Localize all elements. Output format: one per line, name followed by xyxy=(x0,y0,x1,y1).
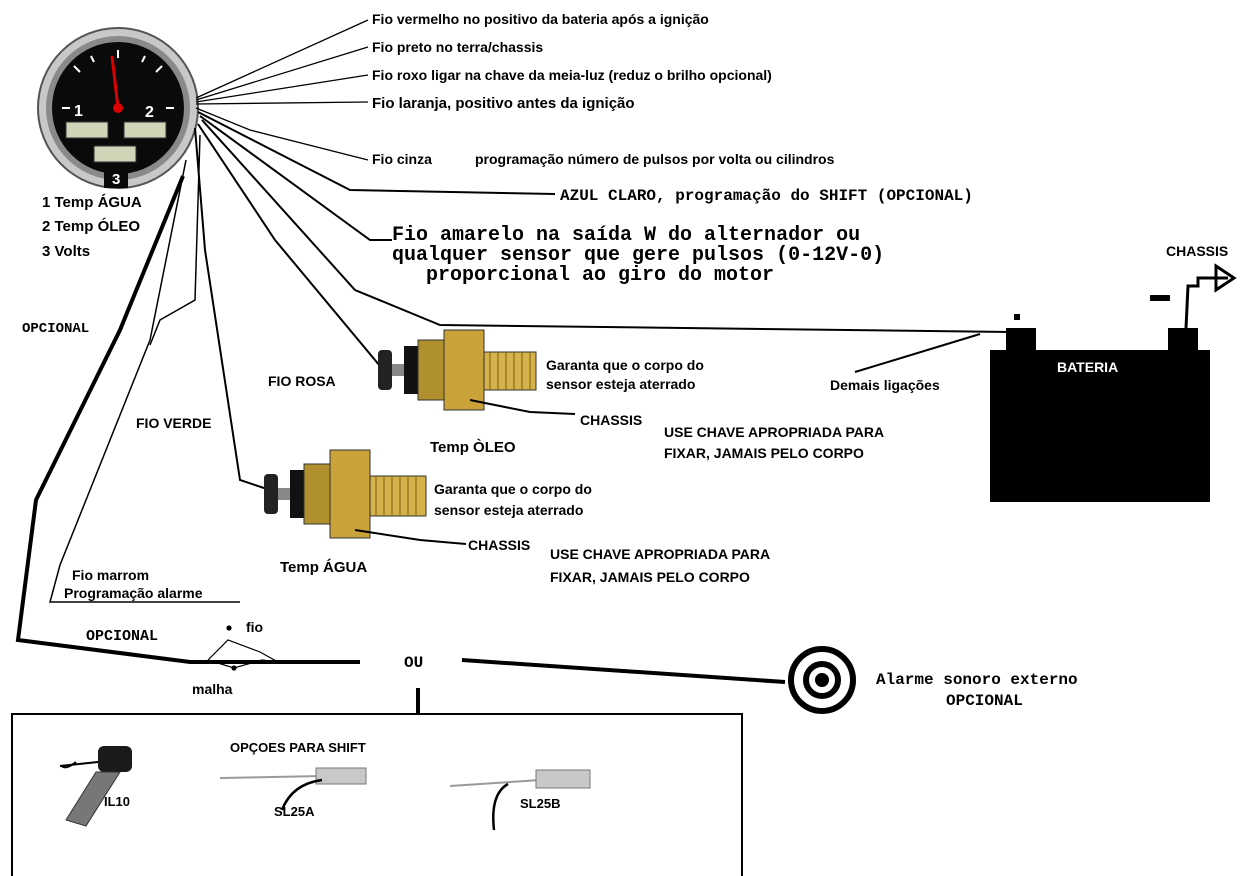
wire-yellow-line-1: Fio amarelo na saída W do alternador ou xyxy=(392,224,860,247)
or-label: OU xyxy=(404,654,423,672)
optional-bottom-label: OPCIONAL xyxy=(86,628,158,645)
oil-sensor-ground-line-1: Garanta que o corpo do xyxy=(546,357,704,373)
gauge-legend-3: 3 Volts xyxy=(42,243,90,260)
wire-fan xyxy=(15,19,1011,715)
gauge: 1 2 3 xyxy=(37,27,199,189)
alarm-speaker-icon xyxy=(788,646,856,714)
wire-gray-text: programação número de pulsos por volta o… xyxy=(475,151,835,167)
sl25b-sensor-icon xyxy=(449,769,591,831)
water-sensor xyxy=(264,449,467,545)
gauge-legend-1: 1 Temp ÁGUA xyxy=(42,194,142,211)
shift-item-sl25a: SL25A xyxy=(274,804,315,819)
wire-black-label: Fio preto no terra/chassis xyxy=(372,39,543,55)
water-sensor-ground-line-2: sensor esteja aterrado xyxy=(434,502,583,518)
il10-sensor-icon xyxy=(59,746,132,827)
alarm-line-1: Alarme sonoro externo xyxy=(876,671,1078,689)
battery xyxy=(990,263,1237,502)
battery-other-label: Demais ligações xyxy=(830,377,940,393)
oil-sensor-ground-line-2: sensor esteja aterrado xyxy=(546,376,695,392)
shielded-cable xyxy=(207,625,279,671)
water-sensor-wrench-line-2: FIXAR, JAMAIS PELO CORPO xyxy=(550,569,750,585)
wire-orange-label: Fio laranja, positivo antes da ignição xyxy=(372,95,635,112)
wire-purple-label: Fio roxo ligar na chave da meia-luz (red… xyxy=(372,67,772,83)
brown-wire-line-2: Programação alarme xyxy=(64,585,203,601)
oil-sensor-chassis-label: CHASSIS xyxy=(580,412,642,428)
water-sensor-wire-label: FIO VERDE xyxy=(136,415,211,431)
wire-gray-label: Fio cinza xyxy=(372,151,432,167)
oil-sensor xyxy=(378,329,576,415)
gauge-label-1: 1 xyxy=(74,103,83,120)
water-sensor-name: Temp ÁGUA xyxy=(280,559,367,576)
shift-item-sl25b: SL25B xyxy=(520,796,560,811)
gauge-label-2: 2 xyxy=(145,104,154,121)
water-sensor-wrench-line-1: USE CHAVE APROPRIADA PARA xyxy=(550,546,770,562)
wire-light-blue-label: AZUL CLARO, programação do SHIFT (OPCION… xyxy=(560,187,973,205)
water-sensor-chassis-label: CHASSIS xyxy=(468,537,530,553)
water-sensor-ground-line-1: Garanta que o corpo do xyxy=(434,481,592,497)
battery-chassis-label: CHASSIS xyxy=(1166,243,1228,259)
oil-sensor-wrench-line-2: FIXAR, JAMAIS PELO CORPO xyxy=(664,445,864,461)
shift-options-box xyxy=(11,713,743,876)
malha-label: malha xyxy=(192,681,233,697)
oil-sensor-name: Temp ÒLEO xyxy=(430,438,516,456)
oil-sensor-wrench-line-1: USE CHAVE APROPRIADA PARA xyxy=(664,424,884,440)
sl25a-sensor-icon xyxy=(219,767,367,811)
fio-label: fio xyxy=(246,619,263,635)
oil-sensor-wire-label: FIO ROSA xyxy=(268,373,336,389)
shift-options-title: OPÇOES PARA SHIFT xyxy=(230,740,366,755)
gauge-label-3-front: 3 xyxy=(112,171,120,188)
brown-wire-line-1: Fio marrom xyxy=(72,567,149,583)
wire-yellow-line-3: proporcional ao giro do motor xyxy=(426,264,774,287)
shift-item-il10: IL10 xyxy=(104,794,130,809)
alarm-line-2: OPCIONAL xyxy=(946,692,1023,710)
wire-red-label: Fio vermelho no positivo da bateria após… xyxy=(372,11,709,27)
optional-left-label: OPCIONAL xyxy=(22,321,89,337)
wire-yellow-line-2: qualquer sensor que gere pulsos (0-12V-0… xyxy=(392,244,884,267)
gauge-legend-2: 2 Temp ÓLEO xyxy=(42,217,140,235)
battery-label: BATERIA xyxy=(1057,359,1118,375)
